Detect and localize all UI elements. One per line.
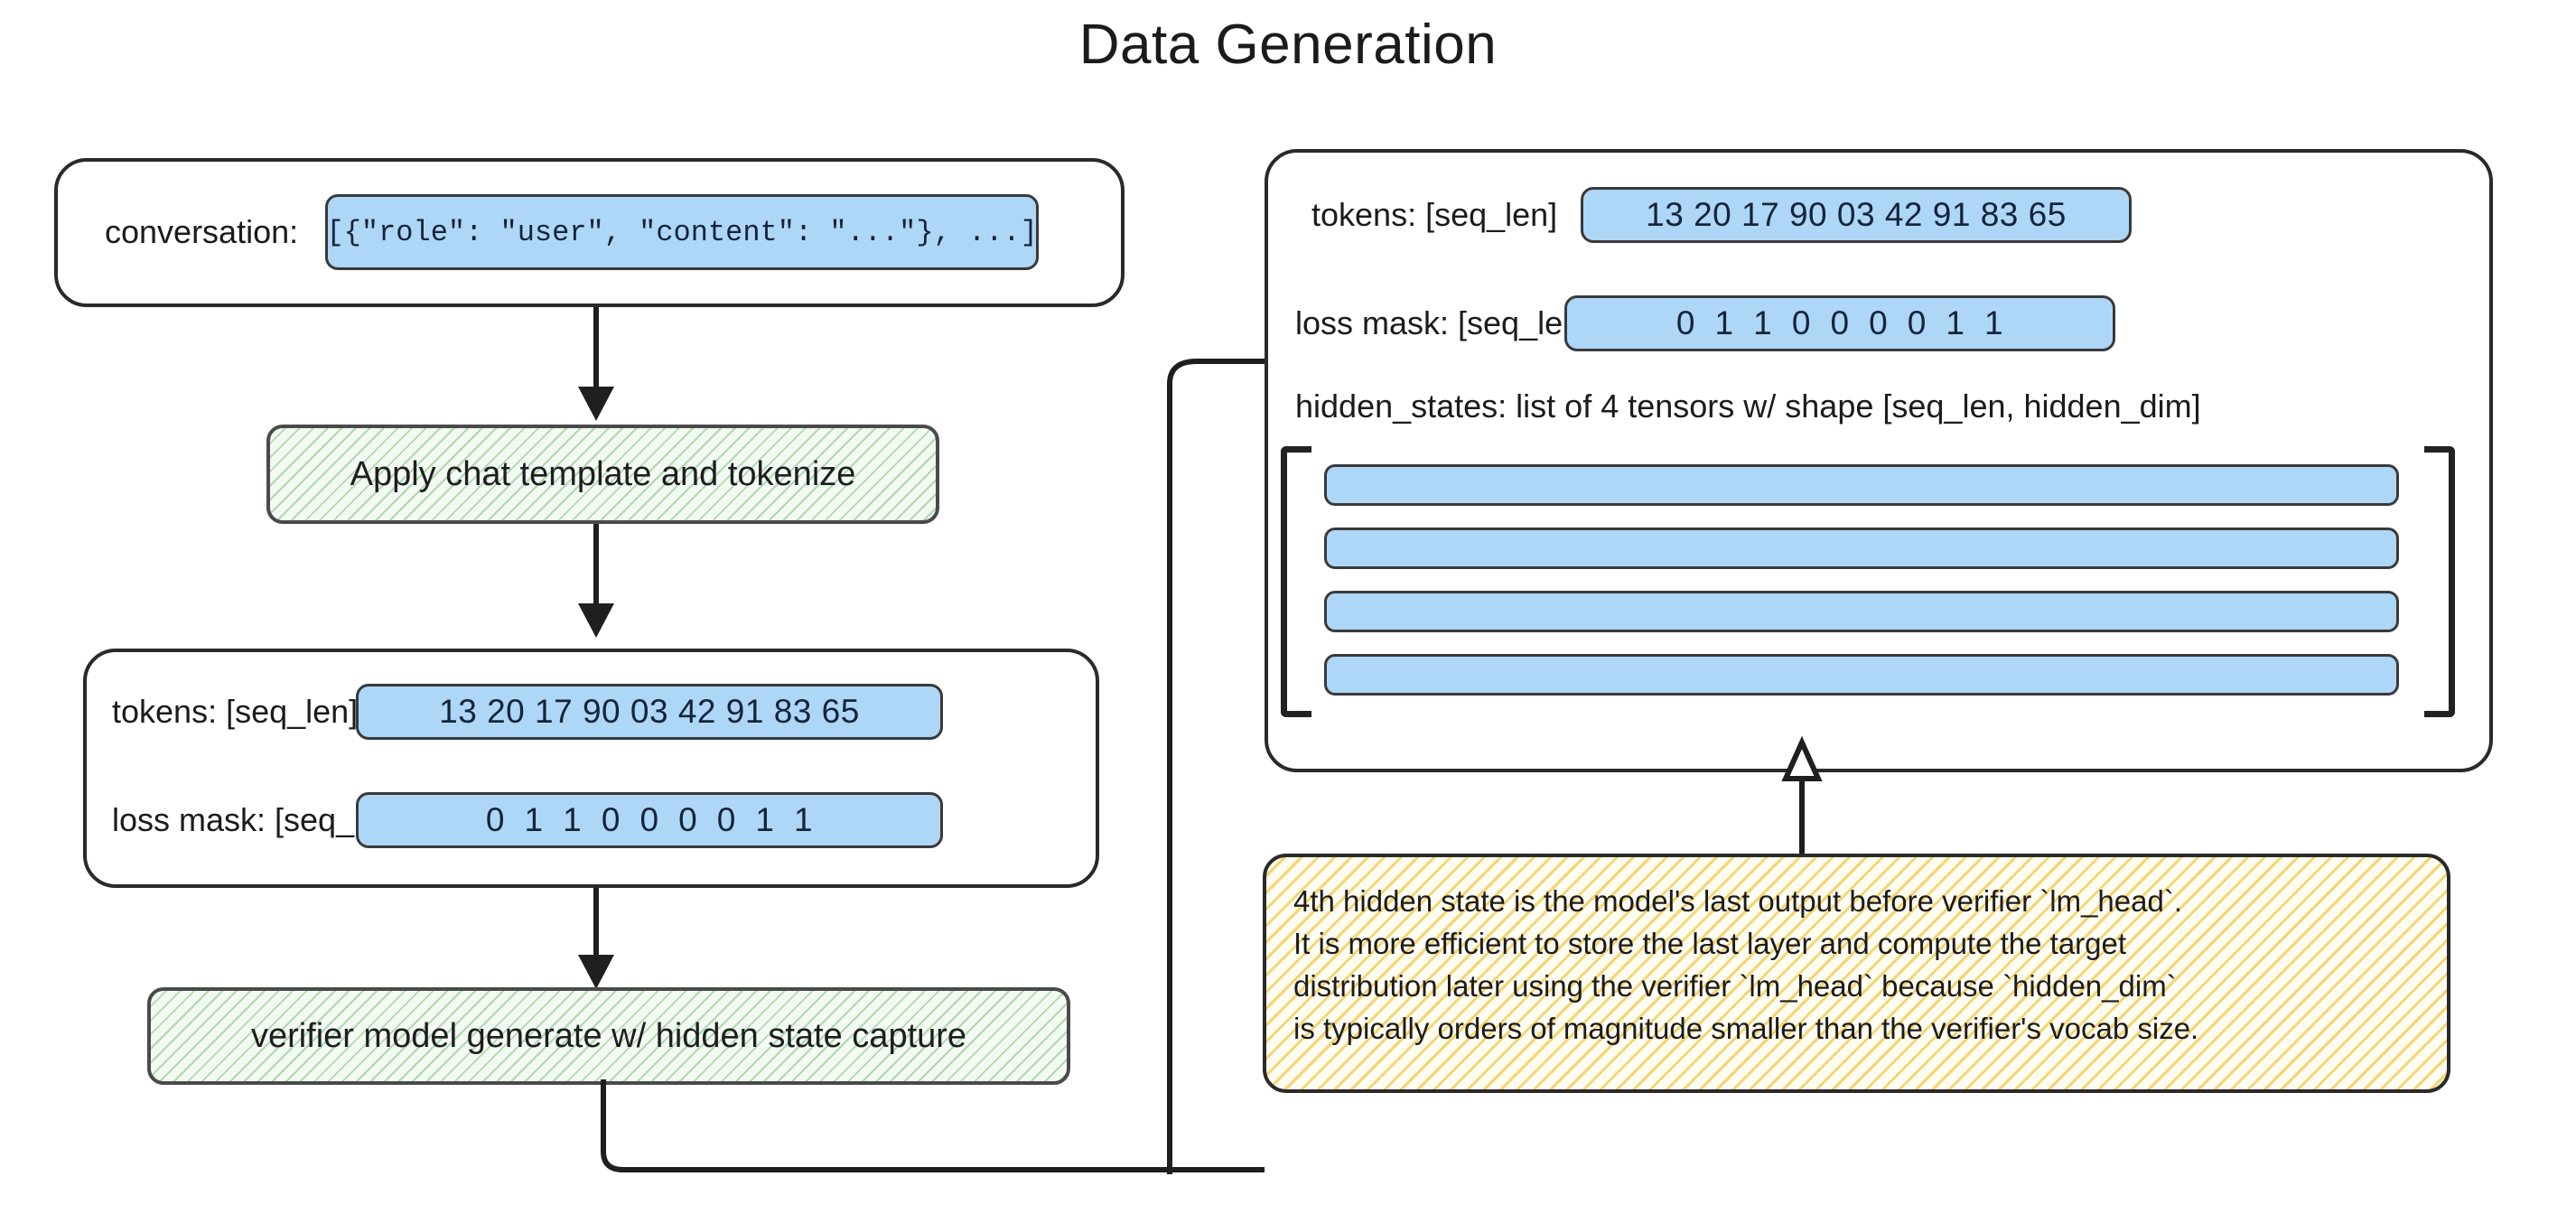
connector-step1-to-tokenized (578, 524, 614, 638)
hidden-state-bar-2 (1324, 528, 2399, 569)
loss-mask-value-chip: 0 1 1 0 0 0 0 1 1 (356, 792, 943, 848)
output-loss-mask-label: loss mask: [seq_len] (1295, 304, 1591, 341)
output-row-loss-mask: loss mask: [seq_len] 0 1 1 0 0 0 0 1 1 (1295, 295, 2115, 351)
step-apply-chat-template[interactable]: Apply chat template and tokenize (266, 425, 939, 524)
tokens-label: tokens: [seq_len] (112, 693, 359, 730)
note-line-1: 4th hidden state is the model's last out… (1293, 884, 2183, 918)
output-panel: tokens: [seq_len] 13 20 17 90 03 42 91 8… (1265, 149, 2493, 772)
output-loss-mask-value-chip: 0 1 1 0 0 0 0 1 1 (1564, 295, 2115, 351)
hidden-state-note: 4th hidden state is the model's last out… (1263, 854, 2450, 1093)
note-line-4: is typically orders of magnitude smaller… (1293, 1011, 2199, 1045)
output-tokens-value-chip: 13 20 17 90 03 42 91 83 65 (1581, 187, 2132, 243)
step-verifier-generate[interactable]: verifier model generate w/ hidden state … (147, 987, 1070, 1085)
hidden-states-label: hidden_states: list of 4 tensors w/ shap… (1295, 388, 2201, 425)
step-verifier-generate-label: verifier model generate w/ hidden state … (250, 1016, 967, 1055)
output-row-tokens: tokens: [seq_len] 13 20 17 90 03 42 91 8… (1295, 187, 2132, 243)
step-apply-chat-template-label: Apply chat template and tokenize (350, 454, 856, 493)
hidden-state-bar-4 (1324, 654, 2399, 696)
loss-mask-label: loss mask: [seq_len] (112, 801, 407, 838)
hidden-state-bar-1 (1324, 464, 2399, 506)
connector-conversation-to-step1 (578, 307, 614, 421)
page-title: Data Generation (1078, 14, 1498, 76)
connector-step2-to-output-panel (601, 1079, 1265, 1172)
tokenized-panel: tokens: [seq_len] 13 20 17 90 03 42 91 8… (83, 649, 1099, 888)
tokens-value-chip: 13 20 17 90 03 42 91 83 65 (356, 684, 943, 740)
conversation-panel: conversation: [{"role": "user", "content… (54, 158, 1125, 307)
hidden-states-bracket-right (2424, 446, 2455, 717)
output-tokens-label: tokens: [seq_len] (1311, 196, 1558, 233)
note-line-2: It is more efficient to store the last l… (1293, 926, 2127, 960)
connector-tokenized-to-step2 (578, 888, 614, 989)
conversation-value-chip: [{"role": "user", "content": "..."}, ...… (325, 194, 1040, 270)
note-line-3: distribution later using the verifier `l… (1293, 968, 2177, 1003)
conversation-field: conversation: [{"role": "user", "content… (105, 194, 1040, 270)
tokenized-row-loss-mask: loss mask: [seq_len] 0 1 1 0 0 0 0 1 1 (112, 792, 943, 848)
tokenized-row-tokens: tokens: [seq_len] 13 20 17 90 03 42 91 8… (112, 684, 943, 740)
hidden-state-bar-3 (1324, 591, 2399, 632)
hidden-states-bracket-left (1281, 446, 1311, 717)
conversation-label: conversation: (105, 213, 299, 250)
